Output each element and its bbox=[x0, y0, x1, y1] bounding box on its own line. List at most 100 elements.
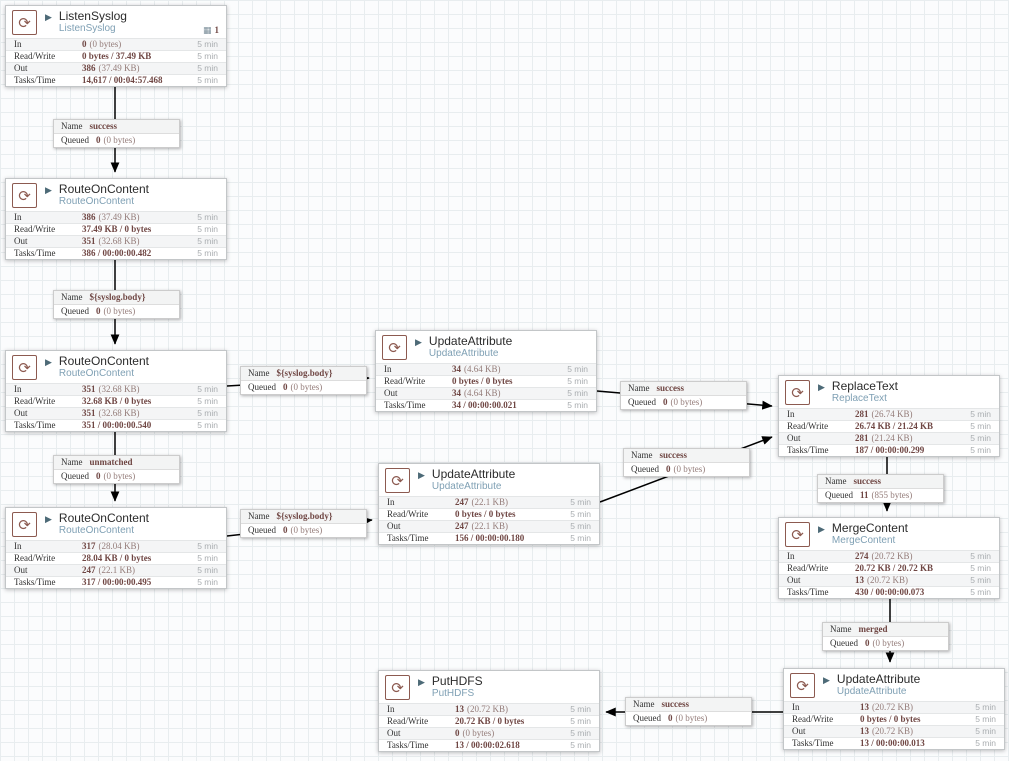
processor-header: ⟳ ▶ MergeContent MergeContent ▦ bbox=[779, 518, 999, 550]
stat-value-bold: 281 bbox=[855, 409, 869, 419]
processor-title: RouteOnContent bbox=[58, 511, 149, 525]
stat-time-window: 5 min bbox=[197, 248, 218, 258]
stats-table: In 281(26.74 KB) 5 min Read/Write 26.74 … bbox=[779, 408, 999, 456]
run-status-icon: ▶ bbox=[418, 471, 425, 481]
stat-time-window: 5 min bbox=[570, 509, 591, 519]
stat-row: Read/Write 28.04 KB / 0 bytes 5 min bbox=[6, 552, 226, 564]
processor[interactable]: ⟳ ▶ ReplaceText ReplaceText ▦ In 281(26.… bbox=[778, 375, 1000, 457]
stat-value: 13 / 00:00:00.013 bbox=[860, 738, 975, 749]
processor-header: ⟳ ▶ ListenSyslog ListenSyslog ▦1 bbox=[6, 6, 226, 38]
connection-queued-count: 0 bbox=[96, 135, 101, 145]
processor[interactable]: ⟳ ▶ UpdateAttribute UpdateAttribute ▦ In… bbox=[783, 668, 1005, 750]
stat-value-bold: 34 bbox=[452, 364, 461, 374]
stat-value-bold: 281 bbox=[855, 433, 869, 443]
stat-row: Read/Write 0 bytes / 0 bytes 5 min bbox=[784, 713, 1004, 725]
stat-value-bold: 351 / 00:00:00.540 bbox=[82, 420, 152, 430]
processor[interactable]: ⟳ ▶ UpdateAttribute UpdateAttribute ▦ In… bbox=[378, 463, 600, 545]
run-status-icon: ▶ bbox=[823, 676, 830, 686]
stat-row: In 34(4.64 KB) 5 min bbox=[376, 363, 596, 375]
connection-name-value: merged bbox=[858, 624, 888, 634]
stat-value: 13 / 00:00:02.618 bbox=[455, 740, 570, 751]
processor-refresh-icon: ⟳ bbox=[12, 512, 37, 537]
stat-value-detail: (0 bytes) bbox=[89, 39, 122, 49]
stat-time-window: 5 min bbox=[570, 704, 591, 714]
stat-value: 20.72 KB / 20.72 KB bbox=[855, 563, 970, 574]
processor-title: ReplaceText bbox=[831, 379, 898, 393]
stat-time-window: 5 min bbox=[970, 575, 991, 585]
processor[interactable]: ⟳ ▶ PutHDFS PutHDFS ▦ In 13(20.72 KB) 5 … bbox=[378, 670, 600, 752]
stat-value: 0 bytes / 0 bytes bbox=[455, 509, 570, 520]
connection-queued-bytes: (0 bytes) bbox=[872, 638, 905, 648]
stats-table: In 0(0 bytes) 5 min Read/Write 0 bytes /… bbox=[6, 38, 226, 86]
processor[interactable]: ⟳ ▶ RouteOnContent RouteOnContent ▦ In 3… bbox=[5, 507, 227, 589]
stat-value-detail: (4.64 KB) bbox=[464, 388, 501, 398]
processor[interactable]: ⟳ ▶ MergeContent MergeContent ▦ In 274(2… bbox=[778, 517, 1000, 599]
connection-name-value: success bbox=[656, 383, 685, 393]
stat-row: Tasks/Time 187 / 00:00:00.299 5 min bbox=[779, 444, 999, 456]
connection-name-row: Name${syslog.body} bbox=[241, 510, 366, 524]
stat-value: 28.04 KB / 0 bytes bbox=[82, 553, 197, 564]
stat-row: In 247(22.1 KB) 5 min bbox=[379, 496, 599, 508]
connection-name-key: Name bbox=[248, 368, 270, 378]
stat-time-window: 5 min bbox=[197, 408, 218, 418]
processor[interactable]: ⟳ ▶ UpdateAttribute UpdateAttribute ▦ In… bbox=[375, 330, 597, 412]
connection-queued-key: Queued bbox=[628, 397, 656, 407]
stat-label: Read/Write bbox=[787, 421, 829, 431]
stat-value-bold: 0 bytes / 0 bytes bbox=[860, 714, 921, 724]
stat-row: Out 0(0 bytes) 5 min bbox=[379, 727, 599, 739]
stat-value: 317(28.04 KB) bbox=[82, 541, 197, 552]
processor[interactable]: ⟳ ▶ RouteOnContent RouteOnContent ▦ In 3… bbox=[5, 178, 227, 260]
processor-refresh-icon: ⟳ bbox=[12, 10, 37, 35]
stat-value: 13(20.72 KB) bbox=[860, 702, 975, 713]
processor[interactable]: ⟳ ▶ RouteOnContent RouteOnContent ▦ In 3… bbox=[5, 350, 227, 432]
processor-header: ⟳ ▶ UpdateAttribute UpdateAttribute ▦ bbox=[379, 464, 599, 496]
stat-row: In 13(20.72 KB) 5 min bbox=[379, 703, 599, 715]
stat-time-window: 5 min bbox=[197, 236, 218, 246]
stat-value-bold: 187 / 00:00:00.299 bbox=[855, 445, 925, 455]
processor[interactable]: ⟳ ▶ ListenSyslog ListenSyslog ▦1 In 0(0 … bbox=[5, 5, 227, 87]
stats-table: In 247(22.1 KB) 5 min Read/Write 0 bytes… bbox=[379, 496, 599, 544]
stat-value-bold: 13 / 00:00:00.013 bbox=[860, 738, 925, 748]
stat-row: Read/Write 0 bytes / 0 bytes 5 min bbox=[376, 375, 596, 387]
stat-time-window: 5 min bbox=[975, 738, 996, 748]
stat-value: 34 / 00:00:00.021 bbox=[452, 400, 567, 411]
stat-value-detail: (32.68 KB) bbox=[98, 384, 140, 394]
processor-title: UpdateAttribute bbox=[431, 467, 516, 481]
stat-row: Tasks/Time 34 / 00:00:00.021 5 min bbox=[376, 399, 596, 411]
stat-label: In bbox=[14, 384, 22, 394]
run-status-icon: ▶ bbox=[45, 358, 52, 368]
stat-value: 14,617 / 00:04:57.468 bbox=[82, 75, 197, 86]
stat-value-detail: (32.68 KB) bbox=[98, 236, 140, 246]
stat-time-window: 5 min bbox=[197, 396, 218, 406]
processor-header: ⟳ ▶ RouteOnContent RouteOnContent ▦ bbox=[6, 179, 226, 211]
connection-queued-bytes: (0 bytes) bbox=[675, 713, 708, 723]
processor-refresh-icon: ⟳ bbox=[385, 468, 410, 493]
stat-label: In bbox=[14, 39, 22, 49]
stat-label: Tasks/Time bbox=[787, 587, 829, 597]
stat-value-bold: 386 / 00:00:00.482 bbox=[82, 248, 152, 258]
stat-label: In bbox=[787, 551, 795, 561]
processor-type: RouteOnContent bbox=[58, 368, 134, 379]
connection-queued-bytes: (0 bytes) bbox=[673, 464, 706, 474]
stat-value: 13(20.72 KB) bbox=[860, 726, 975, 737]
stat-time-window: 5 min bbox=[197, 420, 218, 430]
stat-value-detail: (37.49 KB) bbox=[98, 212, 140, 222]
stat-value: 274(20.72 KB) bbox=[855, 551, 970, 562]
